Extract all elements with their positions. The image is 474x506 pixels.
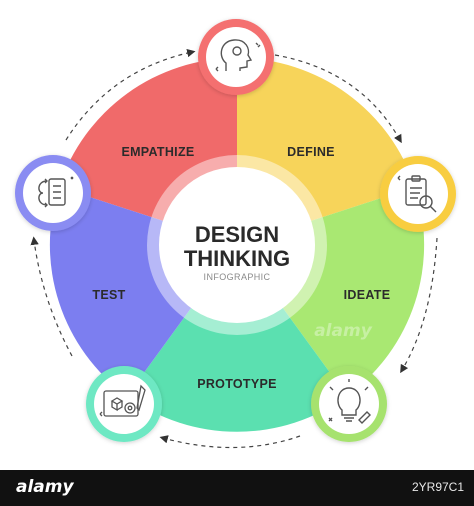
stage-label-ideate: IDEATE [344, 288, 391, 302]
badge-empathize [198, 19, 274, 95]
stage-label-prototype: PROTOTYPE [197, 377, 277, 391]
flow-checklist-icon [38, 176, 74, 208]
center-title-line2: THINKING [184, 246, 290, 271]
stage-label-empathize: EMPATHIZE [121, 145, 194, 159]
image-id: 2YR97C1 [411, 480, 464, 494]
brand-logo: alamy [16, 477, 74, 497]
blueprint-tools-icon [99, 384, 146, 417]
center-subtitle: INFOGRAPHIC [204, 272, 271, 282]
human-head-icon [215, 39, 261, 72]
lightbulb-icon [328, 379, 371, 424]
center-title-line1: DESIGN [195, 222, 279, 247]
footer-bar: alamy 2YR97C1 [0, 470, 474, 506]
watermark: alamy [314, 321, 372, 341]
arrow-empathize-to-define [274, 54, 402, 144]
stage-label-define: DEFINE [287, 145, 335, 159]
center-hub: DESIGN THINKING INFOGRAPHIC [147, 155, 327, 335]
badge-prototype [86, 366, 162, 442]
badge-ideate [311, 366, 387, 442]
badge-test [15, 155, 91, 231]
sector-prototype [127, 245, 347, 432]
stage-label-test: TEST [92, 288, 125, 302]
badge-define [380, 156, 456, 232]
center-circle [159, 167, 315, 323]
clipboard-magnifier-icon [397, 175, 437, 213]
arrow-define-to-ideate [400, 237, 438, 374]
arrow-ideate-to-prototype [159, 435, 301, 449]
arrow-test-to-empathize [65, 48, 196, 141]
cycle-arrows [30, 48, 438, 449]
design-thinking-diagram: EMPATHIZE DEFINE IDEATE PROTOTYPE TEST D… [15, 19, 456, 449]
